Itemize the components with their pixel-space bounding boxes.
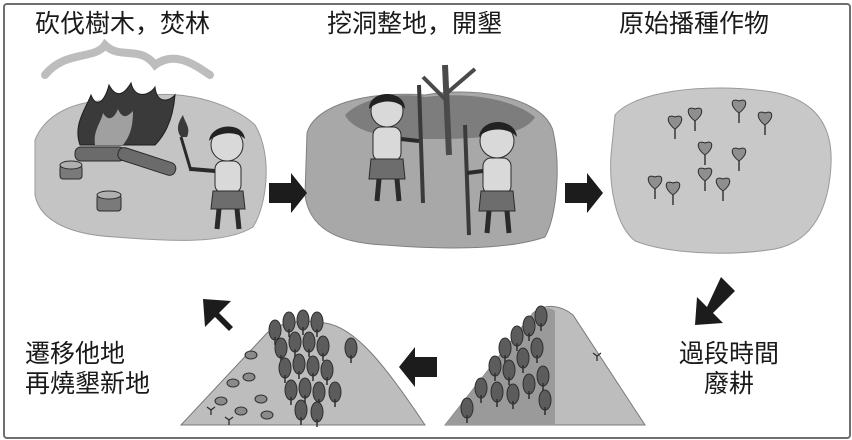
label-migrate-line-2: 再燒墾新地	[25, 369, 151, 398]
arrow-slash-to-dig	[269, 173, 307, 213]
arrow-dig-to-sow	[565, 173, 603, 213]
arrow-fallow-to-migrate	[399, 347, 437, 387]
panel-sow	[610, 87, 832, 254]
panel-slash-burn	[34, 38, 267, 241]
panel-dig-plant	[304, 64, 558, 249]
label-fallow-line-1: 過段時間	[679, 339, 780, 368]
label-fallow-line-2: 廢耕	[704, 369, 755, 398]
label-sow: 原始播種作物	[619, 9, 770, 38]
diagram-frame: 砍伐樹木，焚林 挖洞整地，開墾 原始播種作物 過段時間 廢耕 遷移他地 再燒墾新…	[3, 3, 851, 439]
panel-migrate	[179, 309, 426, 428]
label-migrate: 遷移他地 再燒墾新地	[25, 339, 150, 399]
label-fallow: 過段時間 廢耕	[679, 339, 779, 399]
arrow-migrate-to-slash	[203, 299, 233, 331]
label-slash-burn: 砍伐樹木，焚林	[35, 9, 211, 38]
diagram-illustrations	[34, 38, 832, 428]
arrow-sow-to-fallow	[695, 277, 735, 325]
panel-fallow	[443, 305, 646, 426]
label-migrate-line-1: 遷移他地	[25, 339, 126, 368]
label-dig-plant: 挖洞整地，開墾	[327, 9, 503, 38]
